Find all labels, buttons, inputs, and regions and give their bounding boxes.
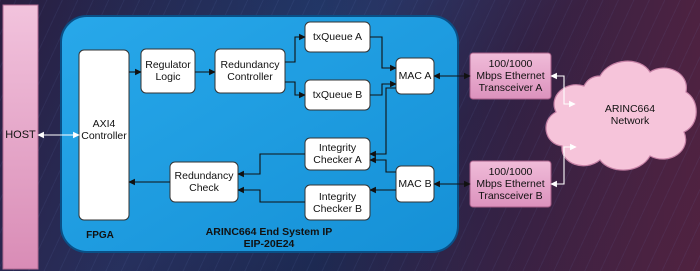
mac-b-label: MAC B [398,178,432,190]
transceiver-b-line-2: Mbps Ethernet [476,178,545,190]
axi4-controller-label: AXI4 Controller [79,110,129,150]
transceiver-a-network-arrow [550,72,576,108]
integrity-b-to-redundancy-check-arrow [237,186,305,203]
integrity-a-to-redundancy-check-arrow [237,153,305,178]
network-label: ARINC664 Network [590,100,670,130]
integrity-a-line-1: Integrity [318,142,357,154]
redundancy-controller-line-2: Controller [227,71,273,83]
integrity-b-line-1: Integrity [318,190,357,203]
redundancy-controller-label: Redundancy Controller [215,49,285,93]
integrity-a-line-2: Checker A [313,154,362,166]
transceiver-b-label: 100/1000 Mbps Ethernet Transceiver B [470,161,551,207]
txqueue-a-label: txQueue A [312,31,363,43]
mac-b-to-integrity-a-arrow [369,156,396,173]
network-line-2: Network [610,115,650,127]
transceiver-b-line-1: 100/1000 [488,166,533,178]
transceiver-a-line-1: 100/1000 [488,58,533,70]
regulator-logic-label: Regulator Logic [141,49,195,93]
ip-id: EIP-20E24 [243,238,295,250]
regulator-line-2: Logic [155,71,181,83]
ip-title: ARINC664 End System IP [205,226,333,238]
transceiver-b-network-arrow [550,143,577,188]
transceiver-a-label: 100/1000 Mbps Ethernet Transceiver A [470,53,551,99]
integrity-b-line-2: Checker B [312,202,363,215]
integrity-checker-a-label: Integrity Checker A [305,138,370,170]
txqueue-b-label: txQueue B [312,89,363,101]
host-label: HOST [5,129,36,141]
transceiver-a-line-2: Mbps Ethernet [476,70,545,82]
regulator-line-1: Regulator [145,59,191,71]
integrity-checker-b-label: Integrity Checker B [305,185,370,220]
mac-a-to-integrity-a-arrow [369,87,396,158]
network-line-1: ARINC664 [604,103,656,115]
transceiver-b-line-3: Transceiver B [478,190,543,202]
redundancy-check-label: Redundancy Check [170,162,238,202]
fpga-label: FPGA [86,230,114,241]
txqueue-b-to-mac-a-arrow [370,80,397,96]
axi4-line-1: AXI4 [92,118,116,130]
redundancy-check-line-1: Redundancy [174,170,234,182]
redundancy-controller-line-1: Redundancy [220,59,280,71]
ip-title-block: ARINC664 End System IP EIP-20E24 [196,224,342,252]
mac-a-label: MAC A [398,70,432,82]
axi4-line-2: Controller [81,130,127,142]
transceiver-a-line-3: Transceiver A [478,82,543,94]
redundancy-to-txqueue-a-arrow [285,33,306,63]
redundancy-to-txqueue-b-arrow [285,81,306,99]
txqueue-a-to-mac-a-arrow [370,36,397,72]
host-bar [2,4,39,270]
redundancy-check-line-2: Check [189,182,219,194]
